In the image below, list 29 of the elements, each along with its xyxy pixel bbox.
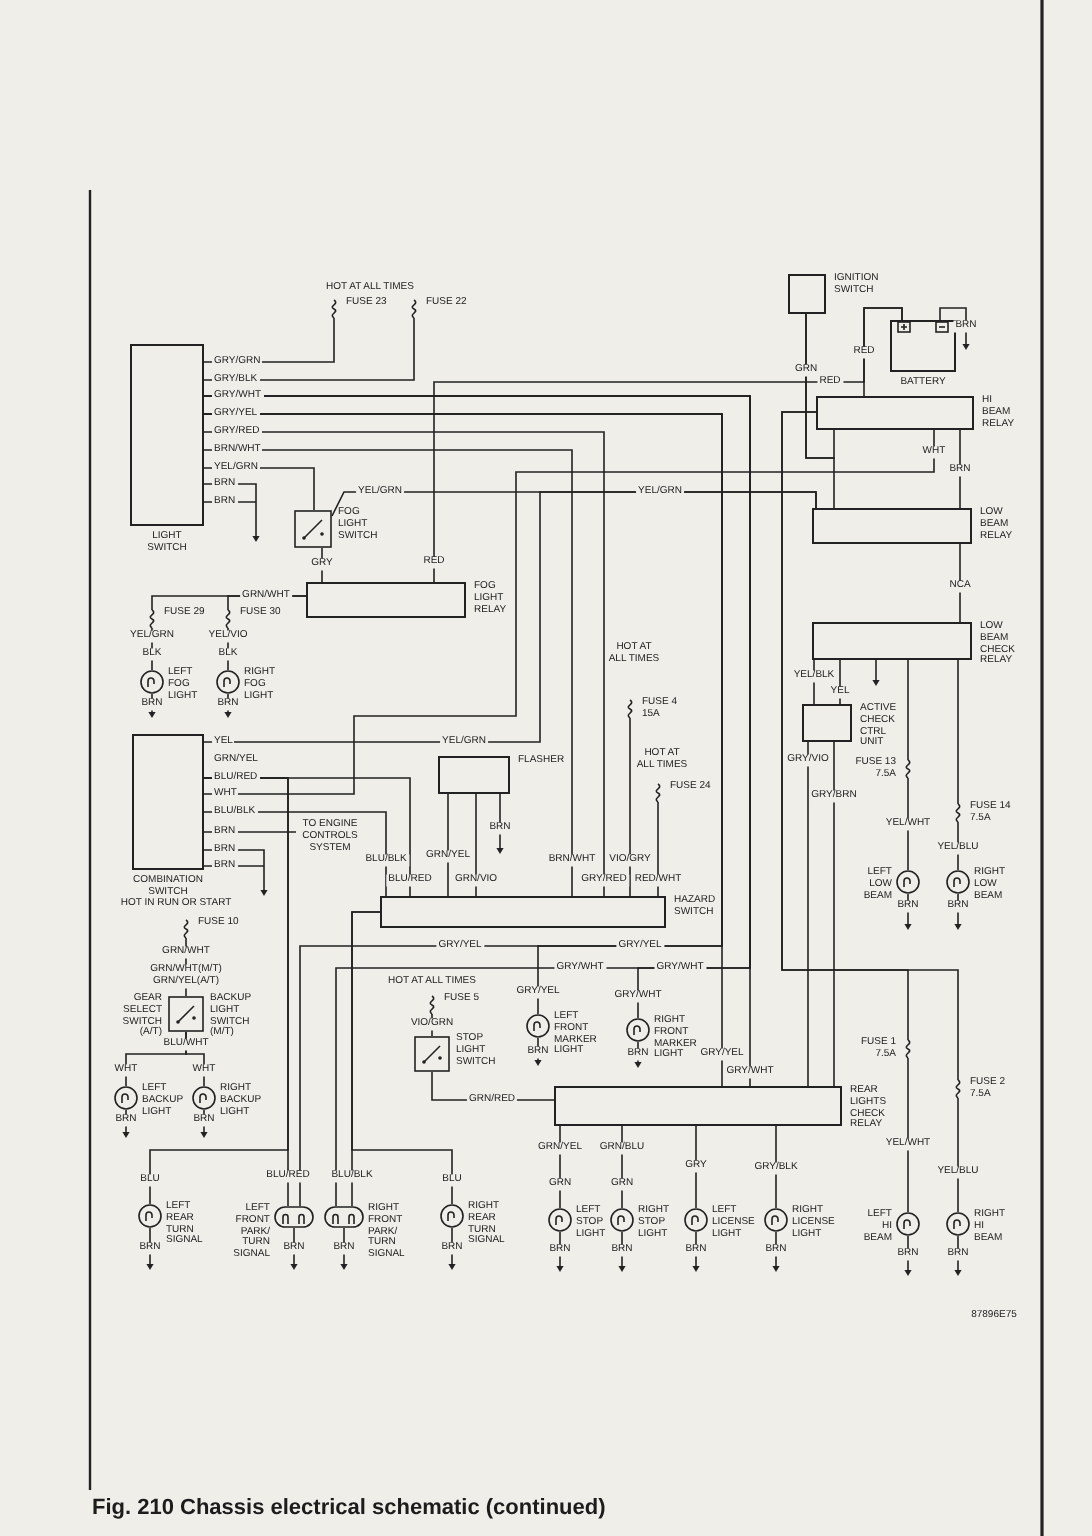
wire — [227, 627, 229, 671]
wire — [907, 1057, 909, 1213]
wire — [907, 659, 909, 761]
wire — [203, 429, 935, 795]
wire — [807, 741, 809, 1087]
wire — [151, 627, 153, 671]
wire — [321, 547, 323, 583]
wire — [559, 1125, 561, 1209]
wire — [781, 411, 959, 1081]
wire — [203, 491, 817, 743]
wire — [833, 741, 835, 1087]
wire — [475, 793, 477, 897]
wire — [863, 307, 903, 397]
wire — [447, 793, 449, 897]
wire — [351, 911, 453, 1205]
wire — [959, 543, 961, 623]
wire — [959, 429, 961, 509]
wire — [149, 777, 289, 1205]
wire — [957, 659, 959, 805]
figure-title: Fig. 210 Chassis electrical schematic (continued) — [92, 1496, 606, 1520]
wire — [957, 821, 959, 871]
wire — [695, 1125, 697, 1209]
wire — [957, 1097, 959, 1213]
wire — [805, 313, 835, 509]
wire — [907, 777, 909, 871]
wire — [203, 317, 415, 381]
wire — [813, 659, 815, 705]
wire — [629, 717, 631, 897]
wire — [775, 1125, 777, 1209]
